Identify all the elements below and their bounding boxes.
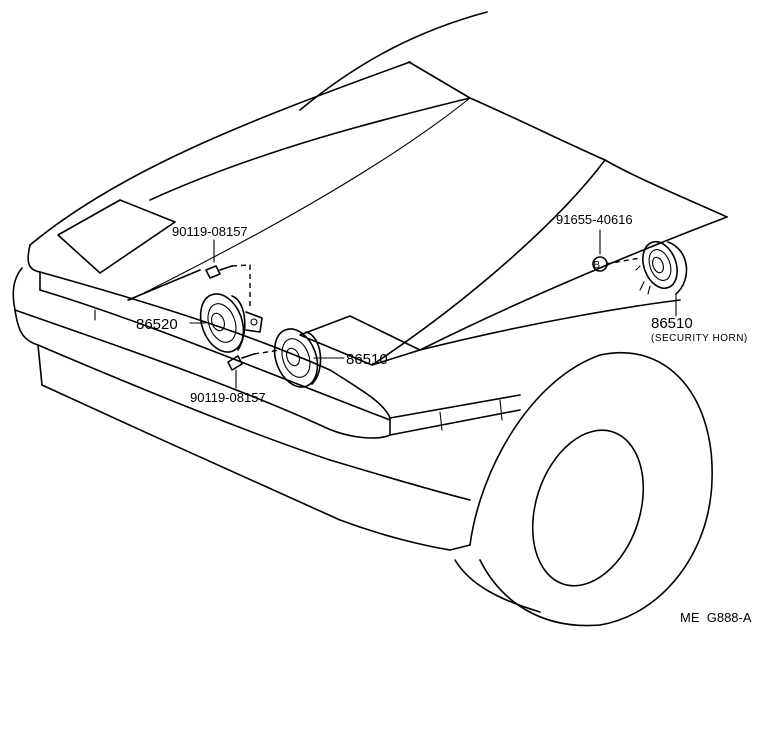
horn-86520-drawing — [199, 293, 263, 353]
label-bolt-lower: 90119-08157 — [190, 390, 266, 405]
label-horn-86510-center: 86510 — [346, 351, 388, 368]
horn-86510-center-drawing — [273, 328, 322, 388]
car-body-outline — [12, 11, 728, 551]
leader-bolt-lower-to-horn — [253, 349, 281, 355]
label-horn-86510-security: 86510 — [651, 315, 693, 332]
bolt-90119-lower — [227, 353, 255, 371]
bolt-90119-upper — [205, 265, 233, 279]
label-bolt-security: 91655-40616 — [556, 212, 633, 227]
front-wheel — [454, 351, 713, 627]
security-bolt-marker — [592, 256, 608, 272]
label-security-horn-note: (SECURITY HORN) — [651, 333, 748, 344]
label-bolt-upper: 90119-08157 — [172, 224, 248, 239]
label-bolt-security-marker: B — [593, 260, 600, 271]
horn-86510-security-drawing — [635, 240, 688, 295]
leader-security-bolt-to-horn — [605, 257, 641, 265]
label-horn-86520: 86520 — [136, 316, 178, 333]
leader-bolt-upper-to-horn — [231, 264, 251, 310]
figure-code: ME G888-A — [680, 610, 752, 625]
